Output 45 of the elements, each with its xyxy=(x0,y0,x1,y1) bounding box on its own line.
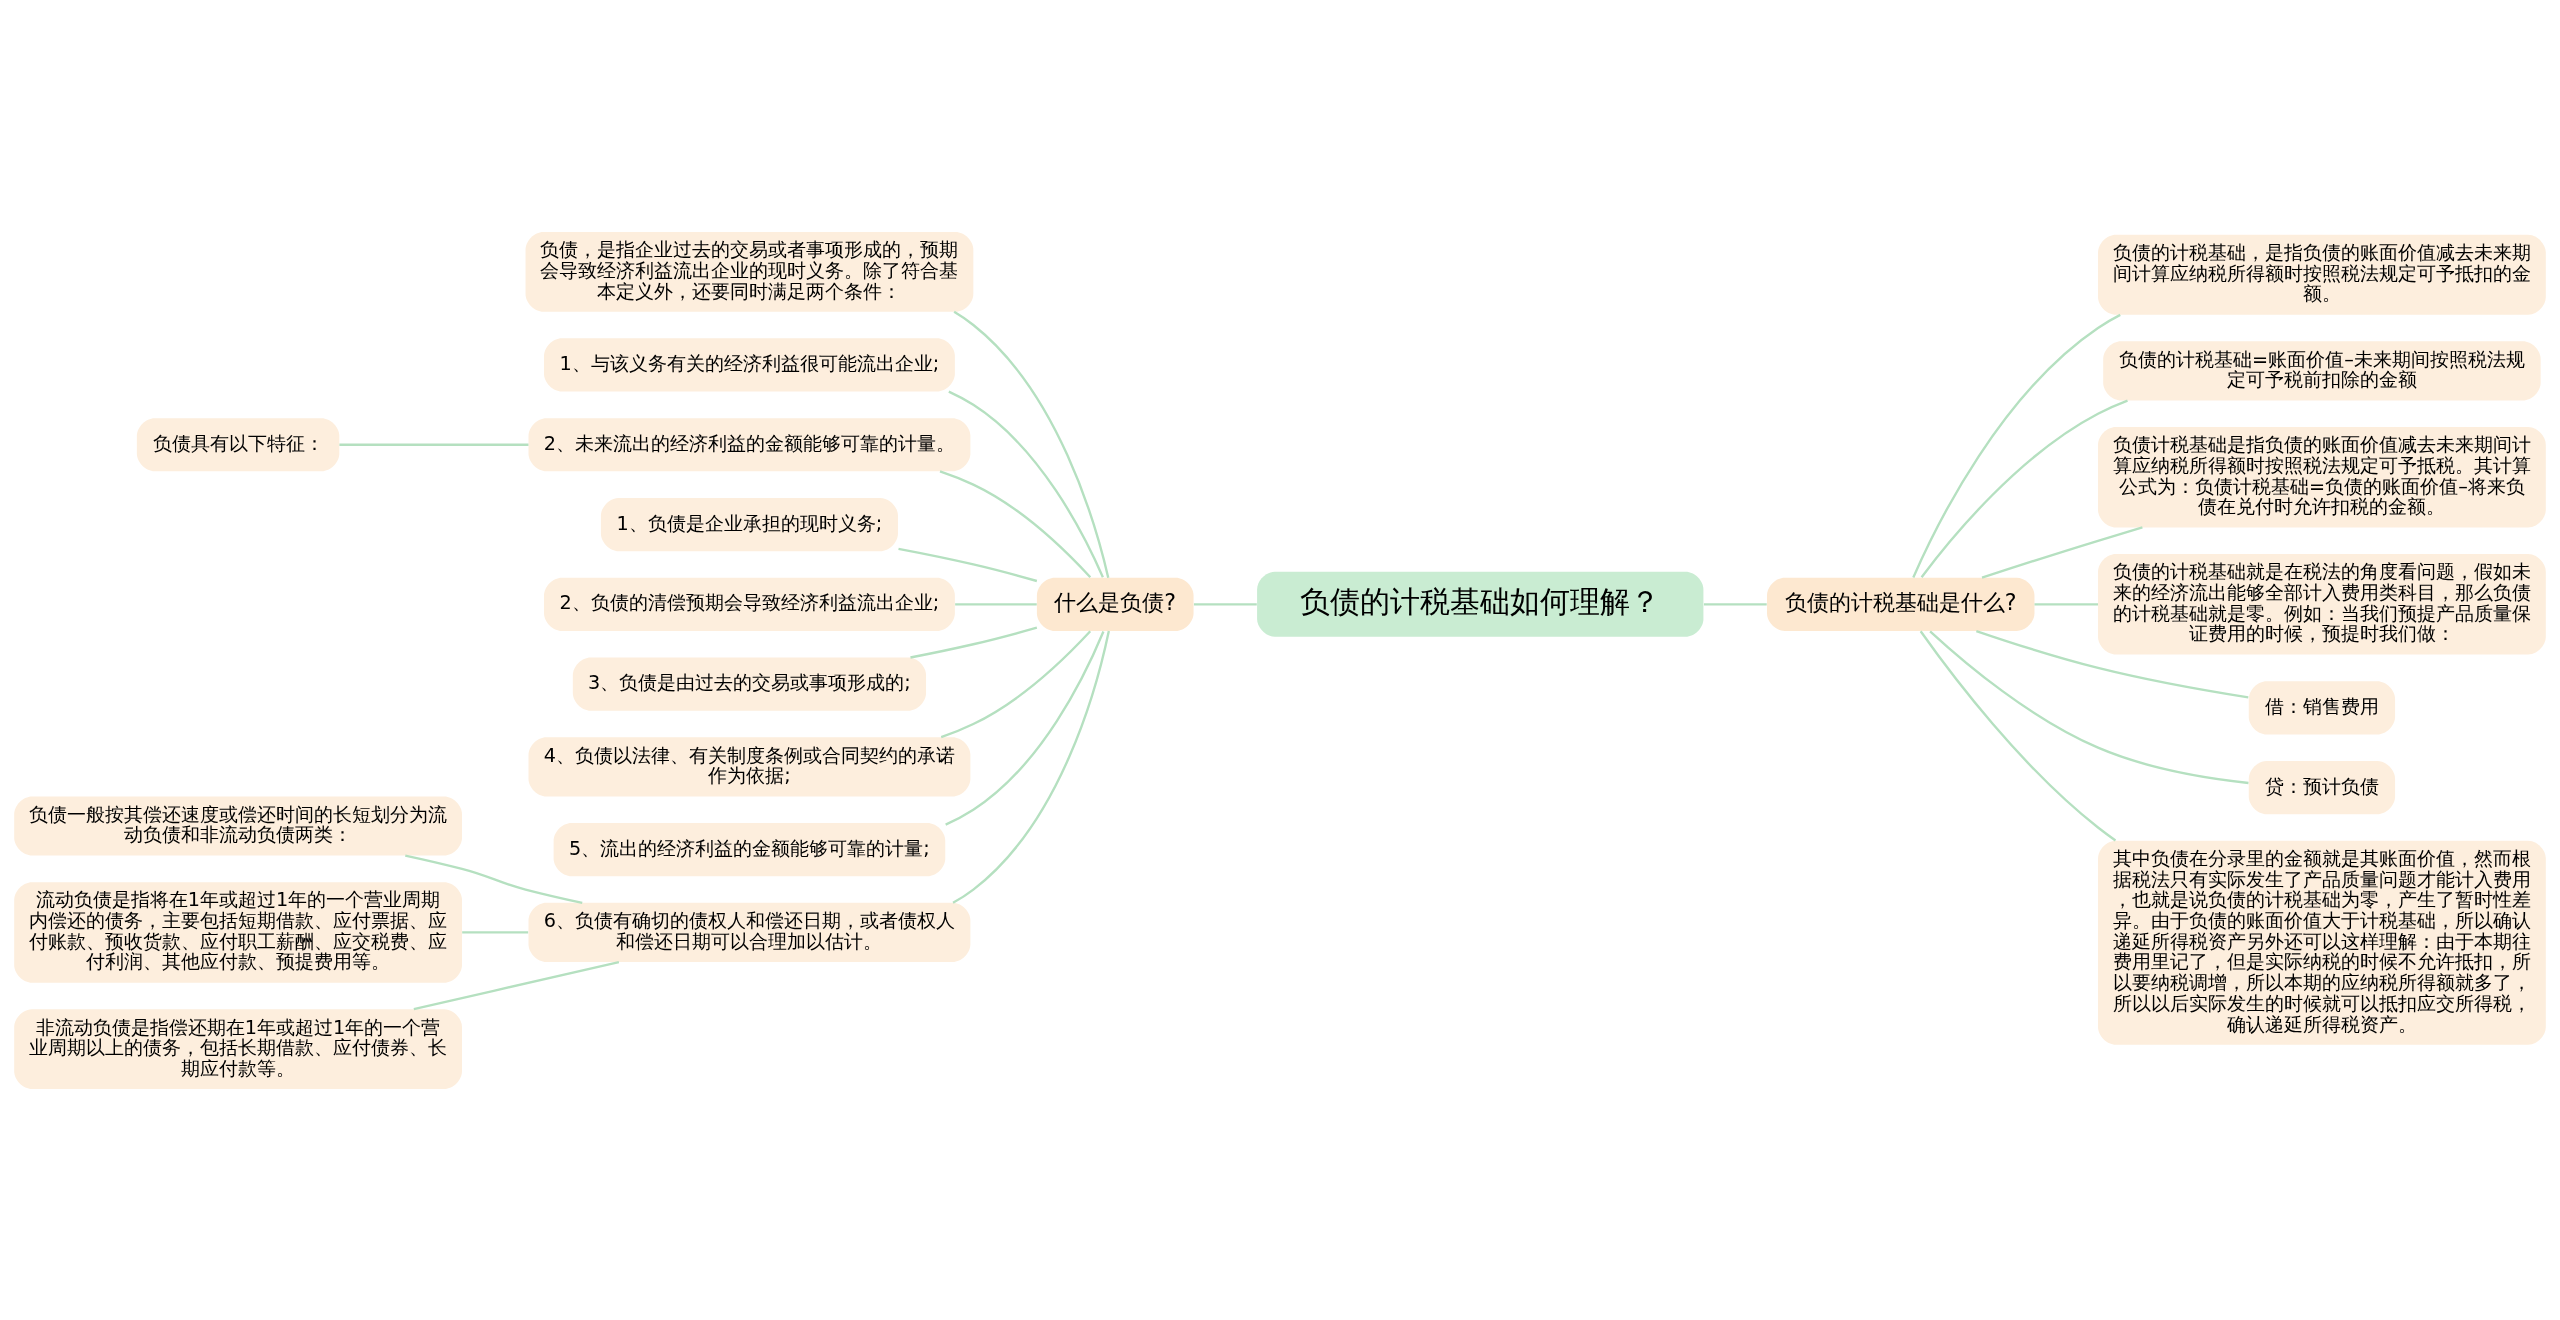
connector xyxy=(948,390,1104,578)
node-box: 借：销售费用 xyxy=(2248,680,2396,734)
connector xyxy=(940,630,1092,738)
node-box: 负债的计税基础如何理解？ xyxy=(1257,571,1704,637)
connector xyxy=(898,547,1038,582)
connector xyxy=(1981,525,2143,579)
connector xyxy=(1919,630,2117,841)
node-box: 3、负债是由过去的交易或事项形成的; xyxy=(572,657,927,711)
node-box: 负债一般按其偿还速度或偿还时间的长短划分为流动负债和非流动负债两类： xyxy=(14,795,462,856)
node-box: 1、与该义务有关的经济利益很可能流出企业; xyxy=(544,337,955,391)
connector xyxy=(413,960,620,1010)
node-box: 贷：预计负债 xyxy=(2248,760,2396,814)
connector xyxy=(1920,398,2128,578)
node-box: 负债的计税基础=账面价值–未来期间按照税法规定可予税前扣除的金额 xyxy=(2103,340,2541,400)
connector xyxy=(910,626,1038,659)
node-box: 负债的计税基础就是在税法的角度看问题，假如未来的经济流出能够全部计入费用类科目，那么负债的计税基础就是零。例如：当我们预提产品质量保证费用的时候，预提时我们做： xyxy=(2098,553,2546,655)
node-box: 1、负债是企业承担的现时义务; xyxy=(600,497,898,551)
connector xyxy=(2034,602,2098,605)
connector xyxy=(339,443,529,446)
connector xyxy=(939,469,1092,578)
connector xyxy=(1193,602,1257,605)
connector xyxy=(1975,629,2249,699)
node-box: 非流动负债是指偿还期在1年或超过1年的一个营业周期以上的债务，包括长期借款、应付债券、长期应付款等。 xyxy=(14,1008,462,1089)
node-box: 流动负债是指将在1年或超过1年的一个营业周期内偿还的债务，主要包括短期借款、应付票据、应付账款、预收货款、应付职工薪酬、应交税费、应付利润、其他应付款、预提费用等。 xyxy=(14,881,462,983)
connector xyxy=(1912,313,2121,578)
node-box: 2、未来流出的经济利益的金额能够可靠的计量。 xyxy=(528,417,971,471)
connector xyxy=(1703,602,1767,605)
connector xyxy=(1929,629,2249,784)
connector xyxy=(405,853,583,904)
node-box: 5、流出的经济利益的金额能够可靠的计量; xyxy=(553,822,946,876)
node-box: 负债的计税基础，是指负债的账面价值减去未来期间计算应纳税所得额时按照税法规定可予抵扣的金额。 xyxy=(2098,234,2546,315)
connector xyxy=(945,630,1105,826)
connector xyxy=(462,930,529,934)
connector xyxy=(955,602,1037,605)
connector xyxy=(952,630,1110,904)
connector xyxy=(953,310,1110,578)
node-box: 负债计税基础是指负债的账面价值减去未来期间计算应纳税所得额时按照税法规定可予抵税。其计算公式为：负债计税基础=负债的账面价值–将来负债在兑付时允许扣税的金额。 xyxy=(2098,426,2546,527)
node-box: 负债的计税基础是什么? xyxy=(1766,577,2035,631)
node-box: 6、负债有确切的债权人和偿还日期，或者债权人和偿还日期可以合理加以估计。 xyxy=(528,902,971,962)
node-box: 负债，是指企业过去的交易或者事项形成的，预期会导致经济利益流出企业的现时义务。除了符合基本定义外，还要同时满足两个条件： xyxy=(525,231,974,312)
node-box: 2、负债的清偿预期会导致经济利益流出企业; xyxy=(544,577,955,631)
node-box: 什么是负债? xyxy=(1036,577,1194,631)
node-box: 负债具有以下特征： xyxy=(136,417,340,471)
node-box: 4、负债以法律、有关制度条例或合同契约的承诺作为依据; xyxy=(528,736,971,796)
node-box: 其中负债在分录里的金额就是其账面价值，然而根据税法只有实际发生了产品质量问题才能计入费用，也就是说负债的计税基础为零，产生了暂时性差异。由于负债的账面价值大于计税基础，所以确认递延所得税资产另外还可以这样理解：由于本期往费用里记了，但是实际纳税的时候不允许抵扣，所以要纳税调增，所以本期的应纳税所得额就多了，所以以后实际发生的时候就可以抵扣应交所得税，确认递延所得税资产。 xyxy=(2098,840,2546,1045)
